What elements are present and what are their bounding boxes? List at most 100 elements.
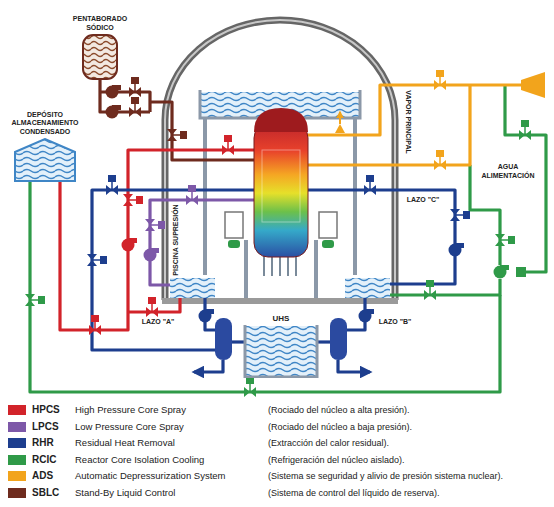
legend-abbreviation: LPCS [32, 420, 59, 434]
legend-row: HPCSHigh Pressure Core Spray(Rociado del… [0, 403, 554, 417]
valve-actuator [188, 185, 196, 192]
valve-stem [249, 384, 251, 392]
valve-stem [500, 239, 508, 241]
tank-shape [243, 325, 319, 378]
pump-casing [106, 86, 119, 99]
valve-symbol [129, 97, 141, 117]
legend-abbreviation: RCIC [32, 453, 56, 467]
suppression-pool [162, 278, 398, 304]
valve-actuator [224, 135, 232, 142]
legend-abbreviation: RHR [32, 436, 54, 450]
legend-abbreviation: SBLC [32, 486, 59, 500]
pump-symbol [106, 105, 122, 119]
safety-relief-valve [339, 112, 341, 124]
valve-stem [94, 322, 96, 330]
pipe-line [60, 182, 128, 330]
valve-symbol [222, 135, 234, 155]
legend-english: Reactor Core Isolation Cooling [75, 453, 204, 467]
suppression-pool [170, 278, 215, 298]
valve-stem [369, 182, 371, 190]
legend-english: Stand-By Liquid Control [75, 486, 175, 500]
valve-stem [128, 199, 136, 201]
turbine [521, 72, 545, 98]
valve-stem [439, 157, 441, 165]
valve-symbol [424, 280, 436, 300]
valve-actuator [508, 236, 515, 244]
pump-casing [359, 310, 372, 323]
valve-actuator [463, 211, 470, 219]
valve-actuator [136, 196, 143, 204]
valve-stem [92, 259, 100, 261]
valve-actuator [91, 315, 99, 322]
valve-symbol [167, 129, 187, 141]
pipe-line [128, 298, 180, 312]
legend-english: Residual Heat Removal [75, 436, 175, 450]
legend-spanish: (Refrigeración del núcleo aislado). [268, 453, 405, 467]
line-label: PISCINA SUPRESIÓN [172, 203, 181, 276]
legend-swatch [8, 405, 26, 415]
rcic-turbine [516, 267, 526, 277]
valve-stem [172, 134, 180, 136]
valve-stem [111, 182, 113, 190]
valve-symbol [364, 175, 376, 195]
pipe-line [150, 200, 254, 285]
reactor-vessel [254, 108, 308, 132]
pipe-line [128, 150, 254, 312]
valve-stem [30, 299, 38, 301]
valve-symbol [106, 175, 118, 195]
valve-actuator [246, 377, 254, 384]
valve-stem [134, 104, 136, 112]
valve-actuator [426, 280, 434, 287]
valve-stem [134, 84, 136, 92]
legend-swatch [8, 471, 26, 481]
legend-spanish: (Sistema de control del líquido de reser… [268, 486, 440, 500]
valve-symbol [129, 77, 141, 97]
tank-shape [67, 34, 133, 80]
valve-stem [191, 192, 193, 200]
loop-label: LAZO "C" [406, 196, 441, 205]
valve-symbol [89, 315, 101, 335]
legend-spanish: (Rociado del núcleo a baja presión). [268, 420, 412, 434]
tank-label: UHS [243, 315, 319, 324]
pipe-line [317, 340, 330, 343]
valve-actuator [521, 120, 529, 127]
valve-stem [150, 224, 158, 226]
pump-casing [494, 266, 507, 279]
heat-exchanger [330, 318, 347, 360]
tank-node: UHS [243, 315, 319, 379]
valve-symbol [244, 377, 256, 397]
pump-symbol [106, 85, 122, 99]
pump-casing [199, 310, 212, 323]
valve-symbol [519, 120, 531, 140]
pump-casing [144, 249, 157, 262]
recirculation-pump [225, 212, 337, 248]
legend-english: High Pressure Core Spray [75, 403, 186, 417]
legend-swatch [8, 422, 26, 432]
legend-row: SBLC Stand-By Liquid Control (Sistema de c… [0, 486, 554, 500]
recirculation-pump [228, 240, 240, 248]
tank-label: DEPÓSITO ALMACENAMIENTO CONDENSADO [7, 111, 83, 137]
legend-spanish: (Extracción del calor residual). [268, 436, 389, 450]
legend-abbreviation: ADS [32, 469, 53, 483]
valve-actuator [148, 297, 156, 304]
valve-stem [439, 77, 441, 85]
loop-label: LAZO "A" [141, 318, 176, 327]
valve-actuator [180, 131, 187, 139]
pipe-line [308, 85, 470, 165]
safety-relief-valve [335, 124, 345, 133]
valve-stem [455, 214, 463, 216]
legend-row: ADSAutomatic Depressurization System(Sis… [0, 469, 554, 483]
line-label: VAPOR PRINCIPAL [404, 89, 413, 155]
pipe-line [338, 360, 370, 372]
safety-relief-valve [335, 112, 345, 133]
valve-stem [524, 127, 526, 135]
tank-label: PENTABORADO SÓDICO [67, 15, 133, 32]
loop-label: LAZO "B" [378, 318, 413, 327]
valve-symbol [186, 185, 198, 205]
reactor-vessel [264, 255, 296, 276]
valve-symbol [495, 234, 515, 246]
pump-casing [106, 106, 119, 119]
valve-symbol [145, 219, 165, 231]
legend-spanish: (Rociado del núcleo a alta presión). [268, 403, 410, 417]
